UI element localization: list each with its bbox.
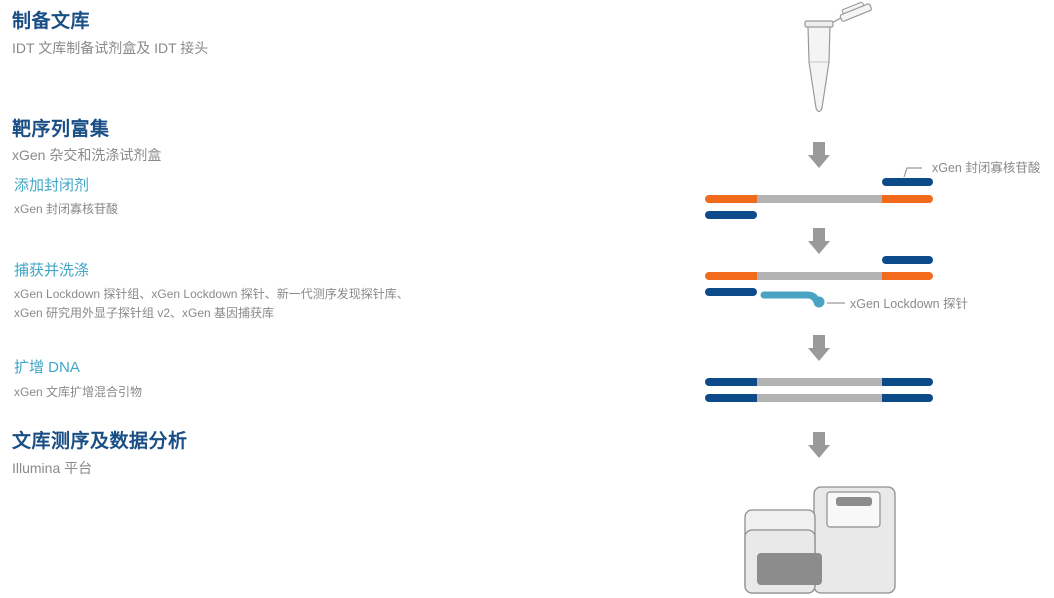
substep-title-amplify-dna: 扩增 DNA <box>14 359 80 376</box>
adapter-right <box>878 272 933 280</box>
step-subtitle-sequencing: Illumina 平台 <box>12 460 93 476</box>
substep-title-add-blockers: 添加封闭剂 <box>14 177 90 194</box>
adapter-left <box>705 272 761 280</box>
substep-description-capture-wash-line1: xGen Lockdown 探针组、xGen Lockdown 探针、新一代测序… <box>14 287 409 301</box>
down-arrow-icon <box>808 228 830 254</box>
adapter-left <box>705 378 761 386</box>
blocker-hybridization-stage: xGen 封闭寡核苷酸 <box>705 160 1041 219</box>
lockdown-probe <box>760 291 820 304</box>
sequencer-icon <box>744 486 896 594</box>
library-insert <box>757 378 882 386</box>
blocker-oligo <box>882 178 933 186</box>
probe-label: xGen Lockdown 探针 <box>850 296 968 311</box>
library-insert <box>757 272 882 280</box>
blocker-label: xGen 封闭寡核苷酸 <box>932 160 1041 175</box>
step-title-library-prep: 制备文库 <box>12 11 91 32</box>
adapter-left <box>705 195 761 203</box>
microcentrifuge-tube-icon <box>804 1 872 113</box>
down-arrow-icon <box>808 142 830 168</box>
adapter-left <box>705 394 761 402</box>
substep-description-amplify-dna: xGen 文库扩增混合引物 <box>14 385 143 399</box>
library-insert <box>757 394 882 402</box>
adapter-right <box>878 394 933 402</box>
blocker-oligo <box>705 288 757 296</box>
library-insert <box>757 195 882 203</box>
blocker-label-leader <box>903 167 922 178</box>
blocker-oligo <box>705 211 757 219</box>
substep-description-add-blockers: xGen 封闭寡核苷酸 <box>14 202 119 216</box>
down-arrow-icon <box>808 432 830 458</box>
substep-description-capture-wash-line2: xGen 研究用外显子探针组 v2、xGen 基因捕获库 <box>14 306 275 320</box>
substep-title-capture-wash: 捕获并洗涤 <box>14 262 90 279</box>
blocker-oligo <box>882 256 933 264</box>
step-subtitle-enrichment: xGen 杂交和洗涤试剂盒 <box>12 147 162 163</box>
adapter-right <box>878 378 933 386</box>
amplified-dna-stage <box>705 378 933 402</box>
probe-capture-stage: xGen Lockdown 探针 <box>705 256 968 311</box>
adapter-right <box>878 195 933 203</box>
step-title-enrichment: 靶序列富集 <box>12 119 110 140</box>
probe-biotin-bead <box>813 296 825 308</box>
step-title-sequencing: 文库测序及数据分析 <box>12 431 188 452</box>
step-subtitle-library-prep: IDT 文库制备试剂盒及 IDT 接头 <box>12 40 209 56</box>
down-arrow-icon <box>808 335 830 361</box>
